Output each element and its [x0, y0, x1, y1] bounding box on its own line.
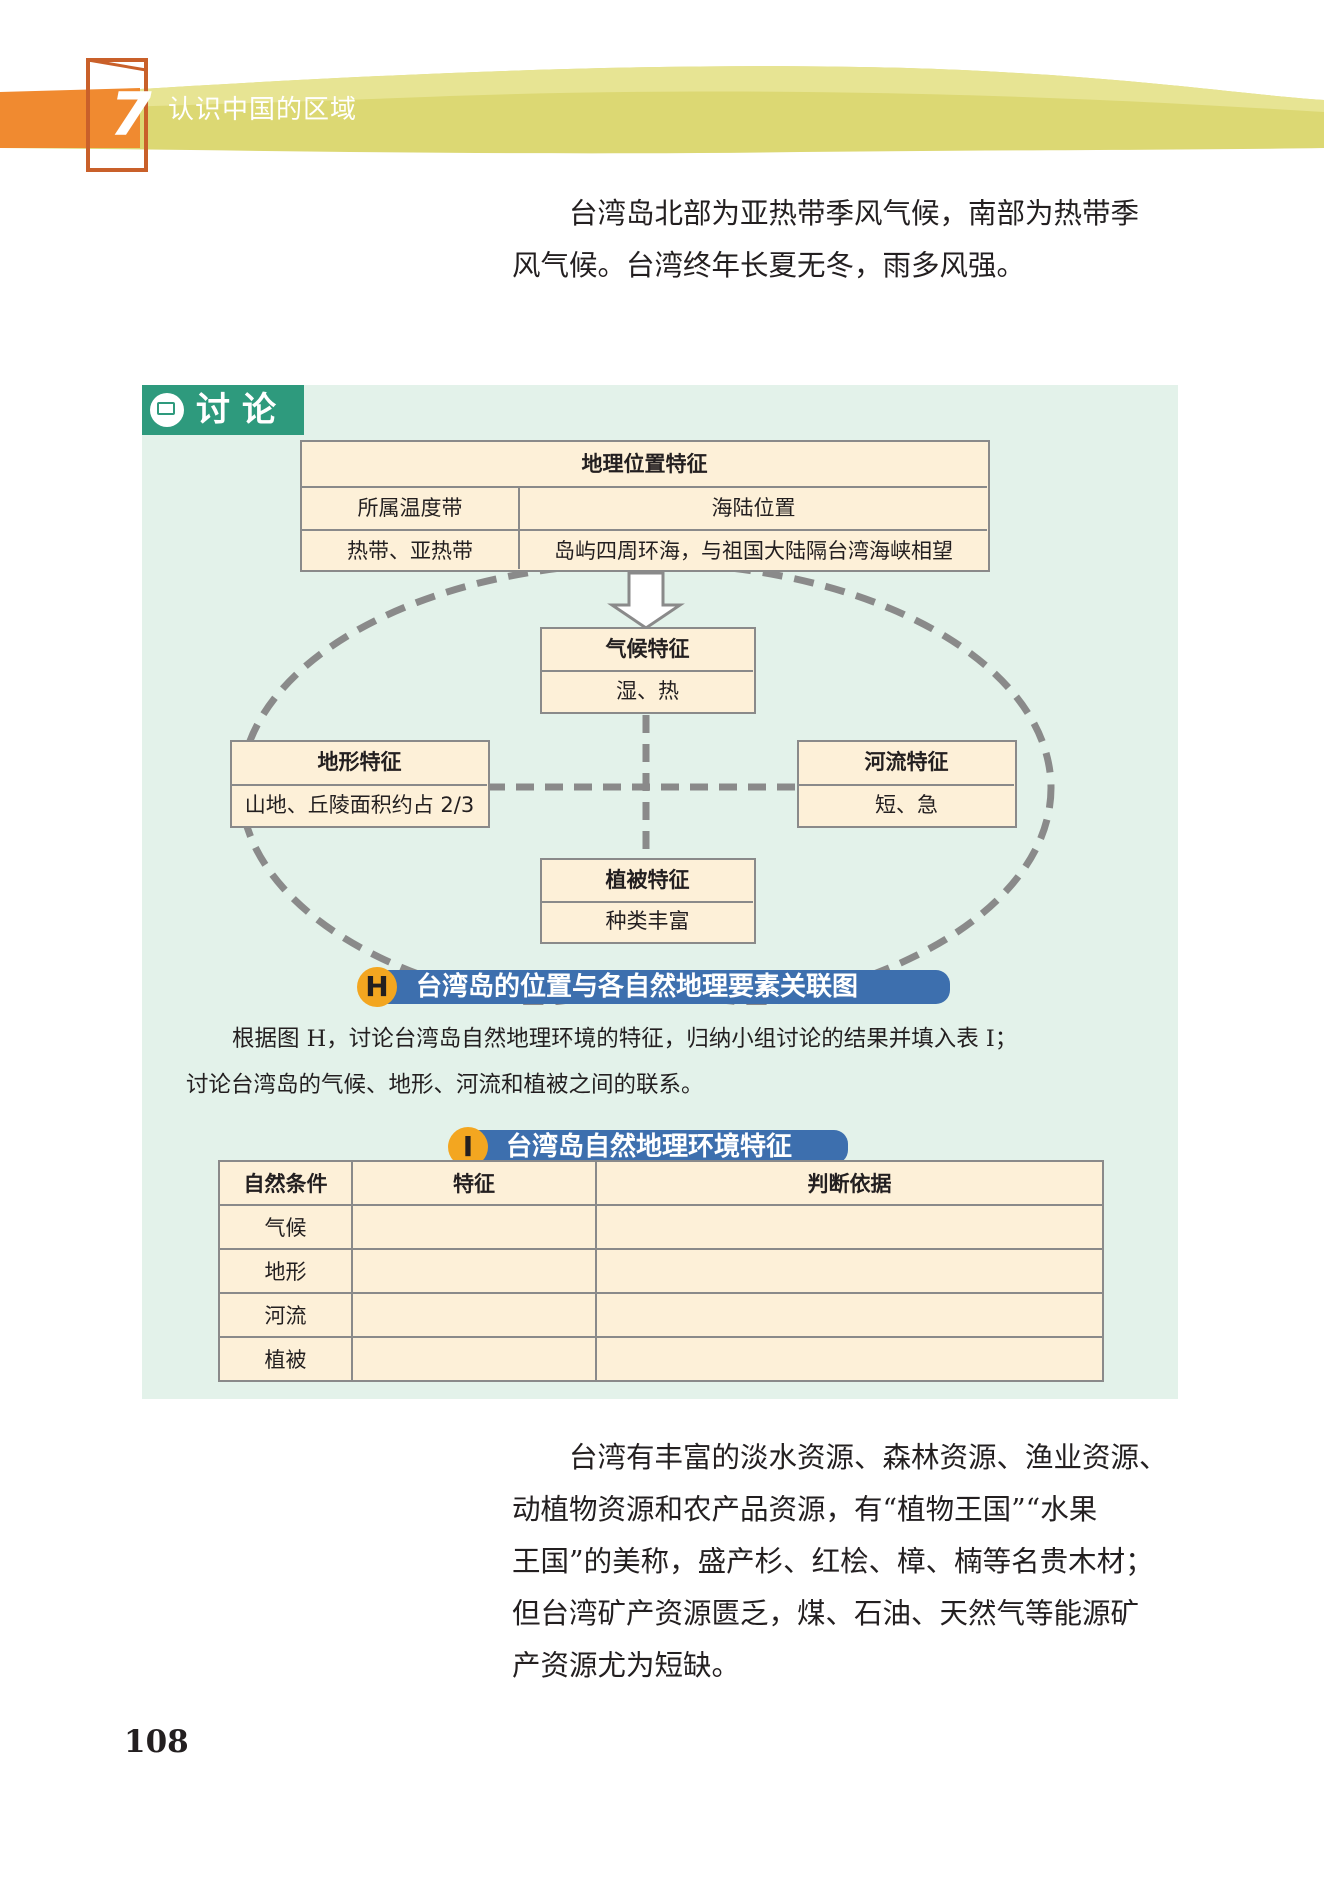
geo-position-title: 地理位置特征	[581, 452, 708, 476]
instruction-line: 讨论台湾岛的气候、地形、河流和植被之间的联系。	[186, 1072, 704, 1098]
table-blank-cell	[595, 1292, 1104, 1338]
figure-caption-bar	[375, 970, 950, 1004]
table-caption-text: 台湾岛自然地理环境特征	[506, 1132, 793, 1162]
figure-caption-letter: H	[357, 967, 397, 1007]
table-blank-cell	[595, 1248, 1104, 1294]
paragraph-line: 动植物资源和农产品资源，有“植物王国”“水果	[512, 1493, 1098, 1526]
table-blank-cell	[351, 1248, 597, 1294]
river-title: 河流特征	[864, 750, 949, 774]
discussion-icon	[150, 393, 184, 427]
table-row: 河流	[218, 1292, 1104, 1338]
table-row-label: 气候	[218, 1204, 353, 1250]
figure-caption-text: 台湾岛的位置与各自然地理要素关联图	[416, 972, 859, 1002]
terrain-value: 山地、丘陵面积约占 2/3	[244, 793, 475, 817]
table-blank-cell	[351, 1292, 597, 1338]
terrain-box: 地形特征 山地、丘陵面积约占 2/3	[230, 740, 490, 828]
river-box: 河流特征 短、急	[797, 740, 1017, 828]
table-caption-bar	[470, 1130, 848, 1164]
table-header-cell: 特征	[351, 1160, 597, 1206]
land-sea-position-header: 海陆位置	[711, 496, 796, 520]
resources-paragraph: 台湾有丰富的淡水资源、森林资源、渔业资源、 动植物资源和农产品资源，有“植物王国…	[512, 1432, 1180, 1692]
chapter-number: 7	[110, 80, 152, 150]
table-blank-cell	[595, 1336, 1104, 1382]
chapter-header-band	[0, 58, 1324, 172]
instruction-line: 根据图 H，讨论台湾岛自然地理环境的特征，归纳小组讨论的结果并填入表 I；	[232, 1026, 1018, 1052]
vegetation-value: 种类丰富	[605, 909, 690, 933]
table-row-label: 地形	[218, 1248, 353, 1294]
chapter-title: 认识中国的区域	[168, 95, 358, 125]
discussion-label: 讨论	[196, 390, 288, 430]
river-value: 短、急	[875, 793, 938, 817]
table-blank-cell	[351, 1336, 597, 1382]
page-number: 108	[124, 1724, 189, 1760]
table-row: 植被	[218, 1336, 1104, 1382]
table-header-cell: 判断依据	[595, 1160, 1104, 1206]
geo-position-box: 地理位置特征 所属温度带 海陆位置 热带、亚热带 岛屿四周环海，与祖国大陆隔台湾…	[300, 440, 990, 572]
table-header-row: 自然条件 特征 判断依据	[218, 1160, 1104, 1206]
intro-paragraph: 台湾岛北部为亚热带季风气候，南部为热带季 风气候。台湾终年长夏无冬，雨多风强。	[512, 188, 1180, 292]
land-sea-position-value: 岛屿四周环海，与祖国大陆隔台湾海峡相望	[554, 539, 953, 563]
table-row: 地形	[218, 1248, 1104, 1294]
table-blank-cell	[351, 1204, 597, 1250]
paragraph-line: 风气候。台湾终年长夏无冬，雨多风强。	[512, 249, 1026, 282]
climate-title: 气候特征	[605, 637, 690, 661]
climate-value: 湿、热	[616, 679, 679, 703]
temperature-zone-header: 所属温度带	[357, 496, 463, 520]
discussion-instructions: 根据图 H，讨论台湾岛自然地理环境的特征，归纳小组讨论的结果并填入表 I； 讨论…	[186, 1016, 1136, 1108]
vegetation-box: 植被特征 种类丰富	[540, 858, 756, 944]
paragraph-line: 产资源尤为短缺。	[512, 1649, 741, 1682]
climate-box: 气候特征 湿、热	[540, 627, 756, 714]
paragraph-line: 王国”的美称，盛产杉、红桧、樟、楠等名贵木材；	[512, 1545, 1154, 1578]
terrain-title: 地形特征	[317, 750, 402, 774]
table-blank-cell	[595, 1204, 1104, 1250]
table-header-cell: 自然条件	[218, 1160, 353, 1206]
vegetation-title: 植被特征	[605, 868, 690, 892]
paragraph-line: 但台湾矿产资源匮乏，煤、石油、天然气等能源矿	[512, 1597, 1140, 1630]
paragraph-line: 台湾有丰富的淡水资源、森林资源、渔业资源、	[569, 1441, 1168, 1474]
table-row-label: 植被	[218, 1336, 353, 1382]
paragraph-line: 台湾岛北部为亚热带季风气候，南部为热带季	[569, 197, 1140, 230]
environment-feature-table: 自然条件 特征 判断依据 气候 地形 河流 植被	[218, 1160, 1104, 1382]
table-row: 气候	[218, 1204, 1104, 1250]
temperature-zone-value: 热带、亚热带	[347, 539, 473, 563]
table-row-label: 河流	[218, 1292, 353, 1338]
